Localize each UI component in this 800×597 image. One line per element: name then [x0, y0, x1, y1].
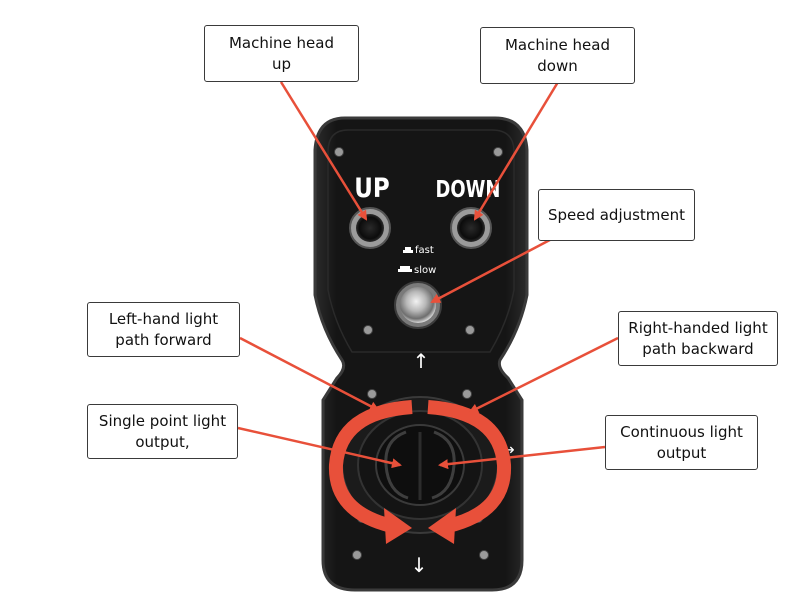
callout-text: Single point light output,	[98, 411, 227, 451]
connector-head-up	[279, 81, 368, 221]
up-button[interactable]	[349, 207, 391, 249]
slow-bar-icon	[398, 266, 412, 272]
callout-text: Speed adjustment	[547, 205, 686, 224]
callout-single-point-output: Single point light output,	[87, 404, 238, 459]
screw-icon	[363, 325, 373, 335]
screw-icon	[479, 550, 489, 560]
callout-machine-head-up: Machine head up	[204, 25, 359, 82]
callout-text: Left-hand light path forward	[108, 309, 219, 349]
callout-text: Machine head down	[504, 35, 610, 75]
callout-text: Right-handed light path backward	[628, 318, 768, 358]
screw-icon	[352, 550, 362, 560]
callout-right-handed-backward: Right-handed light path backward	[618, 311, 778, 366]
rotate-left-arrow-head	[384, 508, 412, 544]
connector-continuous	[438, 445, 606, 470]
up-label: UP	[354, 172, 389, 203]
screw-icon	[493, 147, 503, 157]
connector-right-backward	[468, 336, 619, 414]
down-label: DOWN	[436, 176, 501, 203]
connector-lines	[237, 81, 619, 470]
rotate-right-arrow-head	[428, 508, 456, 544]
slow-label: slow	[414, 265, 436, 276]
fast-bar-icon	[403, 247, 413, 253]
rotate-right-arrow	[427, 400, 512, 533]
callout-left-hand-forward: Left-hand light path forward	[87, 302, 240, 357]
callout-machine-head-down: Machine head down	[480, 27, 635, 84]
down-button[interactable]	[450, 207, 492, 249]
callout-text: Continuous light output	[620, 422, 743, 462]
fast-label: fast	[415, 245, 434, 256]
connector-head-down	[473, 81, 560, 221]
rotation-arrows	[328, 400, 512, 544]
screw-icon	[367, 389, 377, 399]
screw-icon	[462, 389, 472, 399]
connector-single-point	[237, 426, 402, 469]
up-arrow-icon: ↑	[413, 349, 430, 373]
connector-speed	[430, 230, 566, 304]
callout-continuous-output: Continuous light output	[605, 415, 758, 470]
screw-icon	[465, 325, 475, 335]
screw-icon	[334, 147, 344, 157]
callout-speed-adjustment: Speed adjustment	[538, 189, 695, 241]
callout-text: Machine head up	[228, 33, 334, 73]
speed-button[interactable]	[394, 281, 442, 329]
rotate-left-arrow	[328, 400, 413, 533]
down-arrow-icon: ↓	[411, 553, 428, 577]
connector-left-forward	[239, 336, 380, 412]
